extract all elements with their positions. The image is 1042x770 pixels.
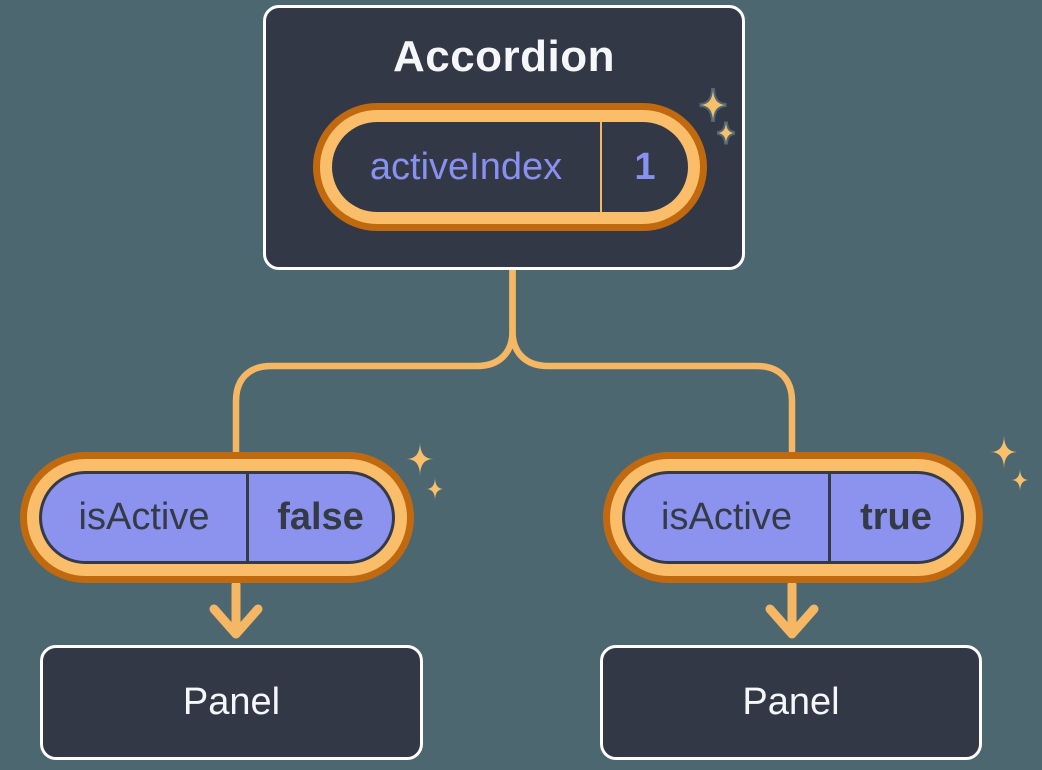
prop-left-value-label: false [277, 496, 364, 538]
state-pill-core: activeIndex 1 [332, 122, 688, 212]
panel-node-right: Panel [600, 645, 982, 760]
sparkle-icon [1010, 468, 1030, 492]
arrow-left-head [209, 604, 263, 639]
prop-pill-right-divider [828, 474, 831, 561]
prop-pill-left-divider [246, 474, 249, 561]
accordion-title: Accordion [392, 32, 616, 81]
connector-right-branch [509, 262, 796, 456]
panel-left-label: Panel [182, 681, 281, 723]
arrow-right-head [765, 604, 819, 639]
prop-right-name-label: isActive [661, 496, 792, 538]
panel-node-left: Panel [40, 645, 423, 760]
prop-pill-isactive-false: isActive false [20, 452, 414, 583]
state-value-label: 1 [634, 145, 656, 188]
sparkle-icon [990, 434, 1018, 470]
prop-pill-left-core: isActive false [39, 471, 395, 564]
connector-left-branch [232, 262, 516, 456]
panel-right-label: Panel [742, 681, 840, 723]
state-pill-divider [600, 122, 602, 212]
prop-left-name-label: isActive [78, 496, 210, 538]
prop-pill-right-core: isActive true [622, 471, 964, 564]
sparkle-icon [406, 441, 434, 477]
state-name-label: activeIndex [369, 145, 563, 188]
state-pill-activeindex: activeIndex 1 [313, 103, 707, 231]
prop-pill-isactive-true: isActive true [603, 452, 983, 583]
prop-right-value-label: true [860, 496, 932, 538]
sparkle-icon [425, 477, 445, 501]
